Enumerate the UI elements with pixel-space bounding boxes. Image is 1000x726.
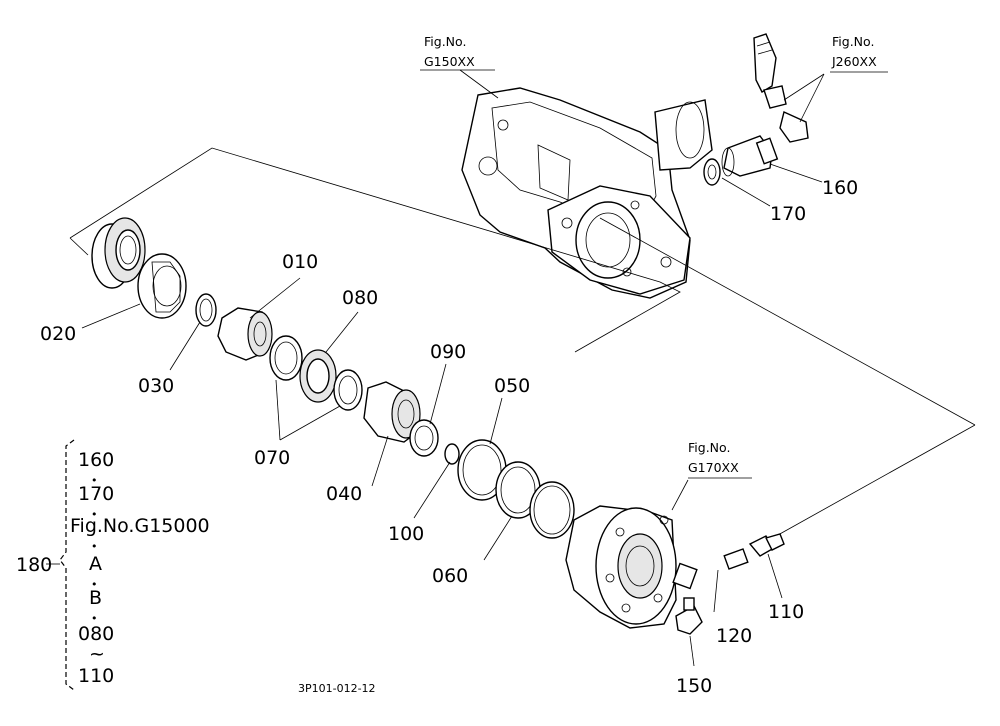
hose-fitting-j260 xyxy=(753,33,809,143)
legend-item: 170 xyxy=(78,483,114,505)
part-120-pipe xyxy=(672,548,749,590)
part-050-ring xyxy=(457,439,507,501)
label-080: 080 xyxy=(342,287,378,309)
gear-housing xyxy=(461,87,713,299)
explosion-axis-lower xyxy=(69,237,89,256)
label-070: 070 xyxy=(254,447,290,469)
part-170-washer xyxy=(703,158,721,186)
part-160-fitting xyxy=(721,135,779,177)
legend-item: ~ xyxy=(89,643,105,665)
part-040-sleeve xyxy=(363,381,421,443)
fig-j260-line1: Fig.No. xyxy=(832,34,874,49)
label-160: 160 xyxy=(822,177,858,199)
label-170: 170 xyxy=(770,203,806,225)
part-lock-plate xyxy=(137,253,187,319)
legend-item: • xyxy=(91,508,98,521)
label-020: 020 xyxy=(40,323,76,345)
part-080-seal xyxy=(299,349,337,403)
part-090-ring xyxy=(409,419,439,457)
legend-item: Fig.No.G15000 xyxy=(70,515,210,537)
label-120: 120 xyxy=(716,625,752,647)
gasket-ring xyxy=(529,481,575,539)
leader-g150 xyxy=(459,69,499,99)
label-100: 100 xyxy=(388,523,424,545)
part-110-connector xyxy=(748,533,785,557)
part-030-ring xyxy=(195,293,217,327)
legend-item: 160 xyxy=(78,449,114,471)
part-070-ring-a xyxy=(269,335,303,381)
label-050: 050 xyxy=(494,375,530,397)
legend-item: B xyxy=(89,587,102,609)
label-030: 030 xyxy=(138,375,174,397)
fig-g170-line2: G170XX xyxy=(688,460,739,475)
part-150-elbow xyxy=(675,597,703,635)
part-070-ring-b xyxy=(333,369,363,411)
legend-item: • xyxy=(91,474,98,487)
legend-assembly-number: 180 xyxy=(16,554,52,576)
fig-ref-g170: Fig.No. G170XX xyxy=(688,440,739,475)
part-020-bearing xyxy=(91,217,146,289)
assembly-legend: 180 160 • 170 • Fig.No.G15000 • A • B • … xyxy=(16,439,210,691)
label-150: 150 xyxy=(676,675,712,697)
fig-g170-line1: Fig.No. xyxy=(688,440,730,455)
leader-lines xyxy=(81,71,888,667)
legend-item: • xyxy=(91,540,98,553)
cover-g170 xyxy=(565,505,677,629)
fig-g150-line2: G150XX xyxy=(424,54,475,69)
fig-j260-line2: J260XX xyxy=(831,54,877,69)
fig-ref-j260: Fig.No. J260XX xyxy=(831,34,877,69)
drawing-code: 3P101-012-12 xyxy=(298,682,376,695)
part-010-hub xyxy=(217,307,273,361)
label-060: 060 xyxy=(432,565,468,587)
label-040: 040 xyxy=(326,483,362,505)
legend-item: 080 xyxy=(78,623,114,645)
label-010: 010 xyxy=(282,251,318,273)
fig-g150-line1: Fig.No. xyxy=(424,34,466,49)
part-labels: 010 020 030 040 050 060 070 080 090 100 … xyxy=(40,177,858,697)
explosion-axis-upper xyxy=(69,147,681,353)
fig-ref-g150: Fig.No. G150XX xyxy=(424,34,475,69)
legend-item: A xyxy=(89,553,102,575)
legend-item: 110 xyxy=(78,665,114,687)
part-100-snap-ring xyxy=(444,443,460,465)
label-090: 090 xyxy=(430,341,466,363)
legend-item: • xyxy=(91,612,98,625)
label-110: 110 xyxy=(768,601,804,623)
legend-item: • xyxy=(91,578,98,591)
